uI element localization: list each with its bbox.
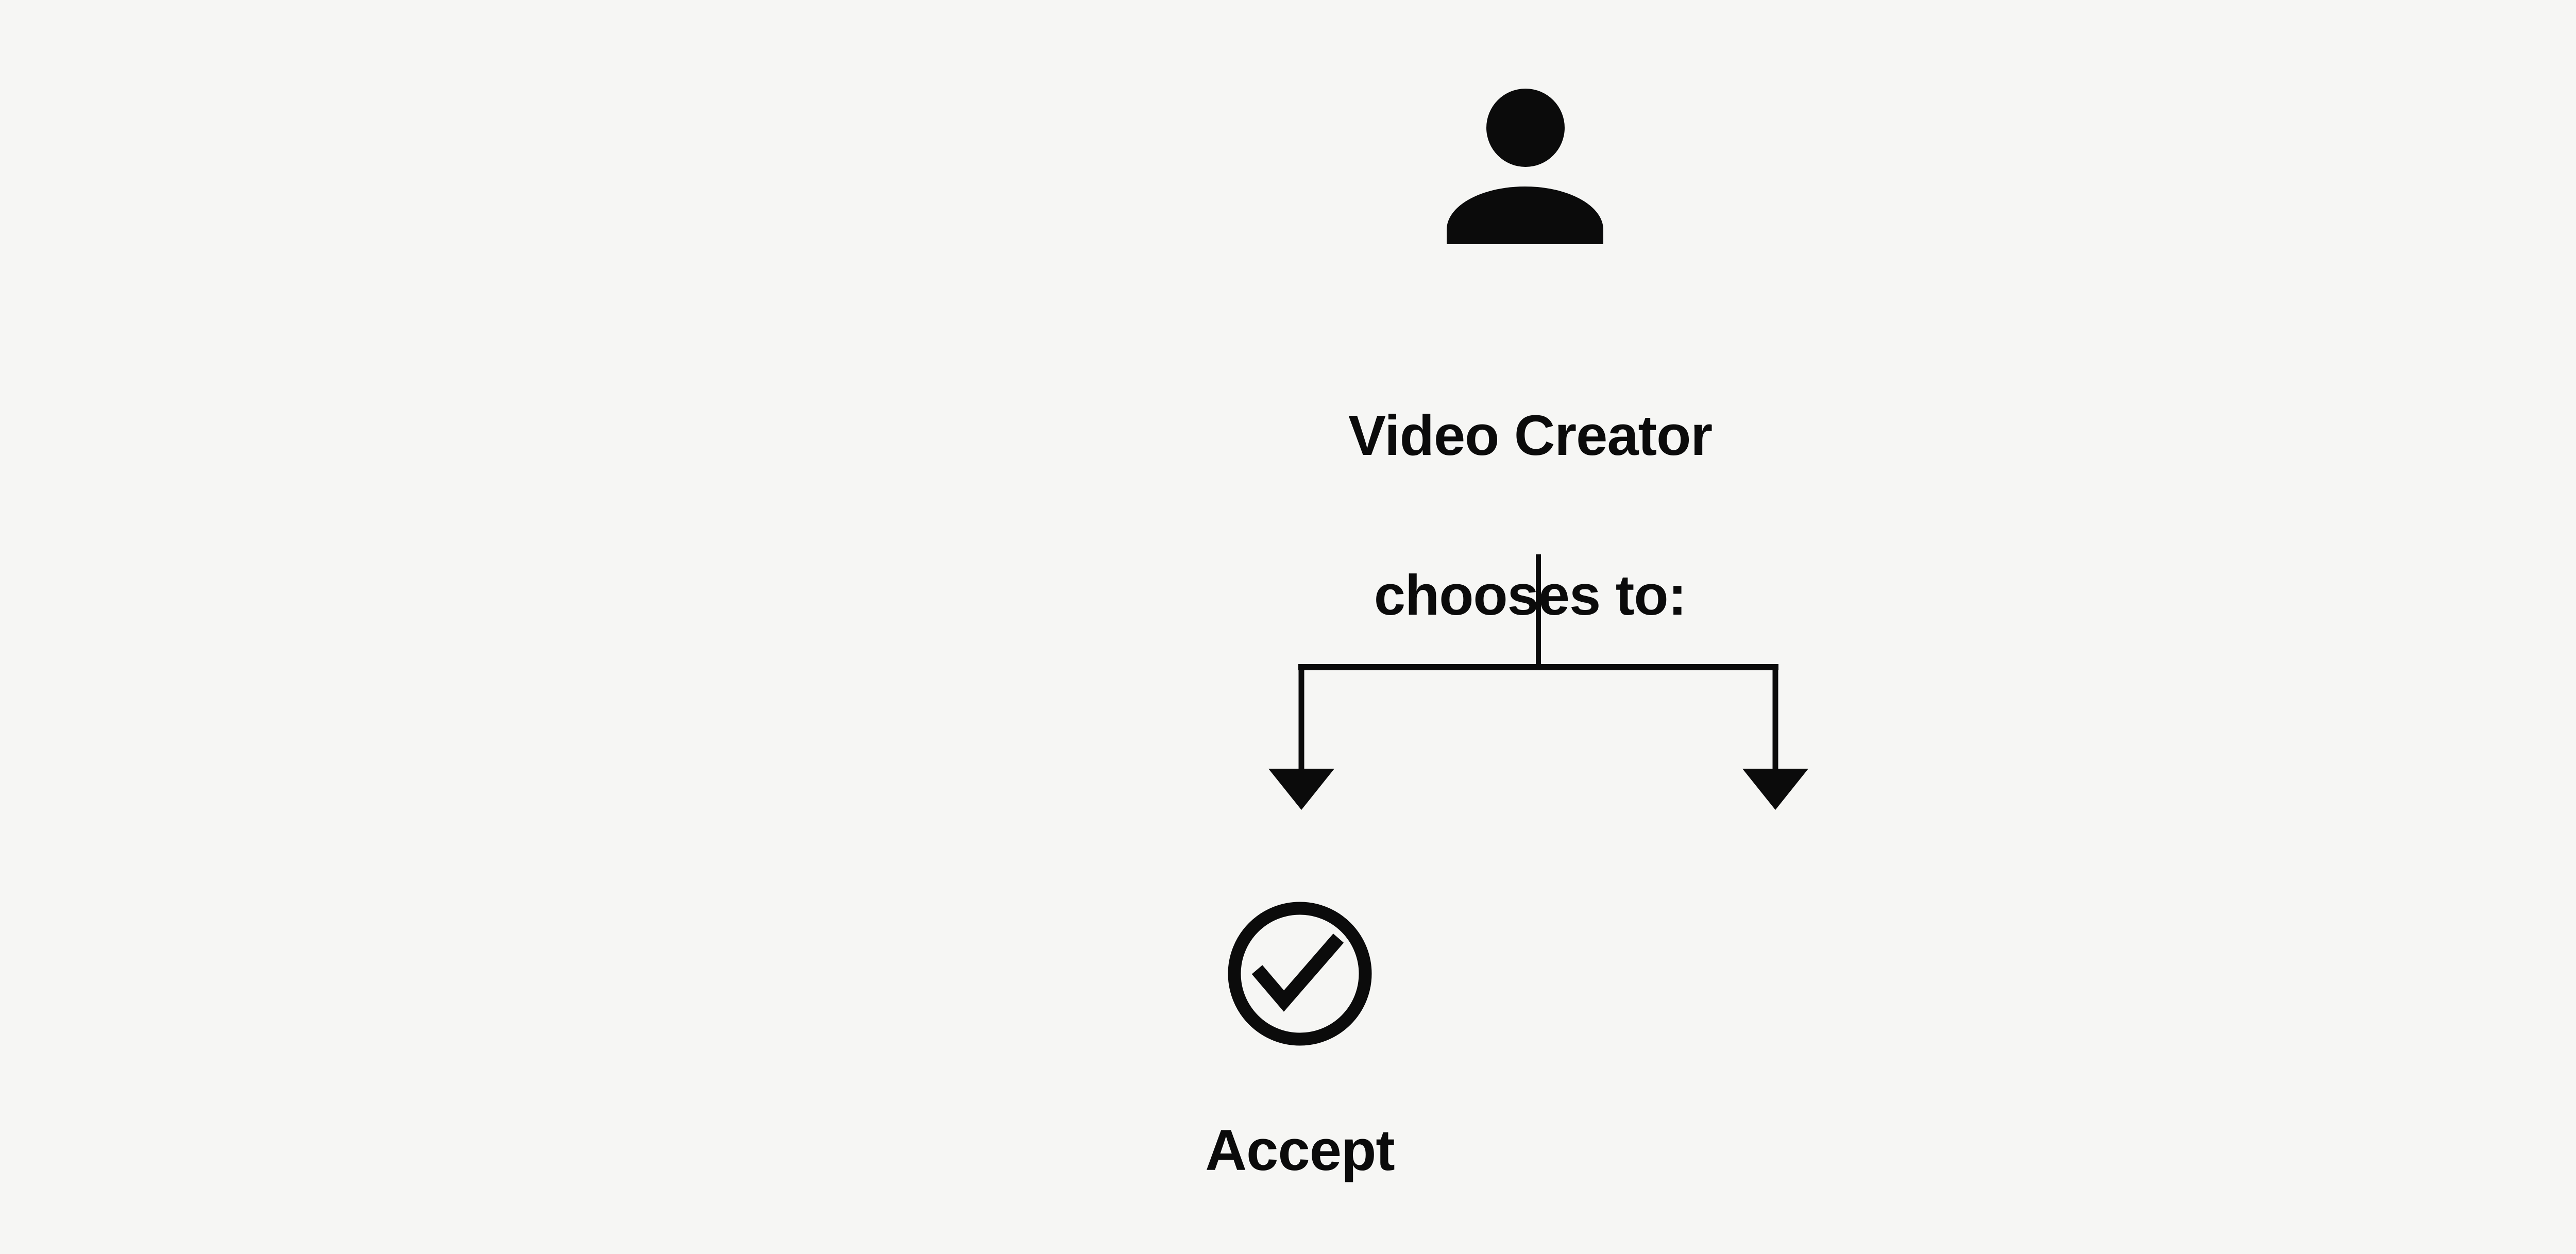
check-mark bbox=[1251, 934, 1344, 1012]
actor-heading: Video Creator chooses to: bbox=[1066, 316, 1994, 715]
actor-heading-line2: chooses to: bbox=[1374, 564, 1687, 627]
check-circle-ring bbox=[1228, 902, 1372, 1046]
branch-label-accept: Accept bbox=[1205, 1118, 1395, 1182]
branch-connector bbox=[1268, 554, 1808, 810]
person-icon bbox=[1447, 89, 1603, 244]
arrow-down-right-icon bbox=[1742, 769, 1808, 810]
check-circle-icon bbox=[1228, 902, 1372, 1046]
person-body bbox=[1447, 187, 1603, 244]
person-head bbox=[1486, 89, 1565, 167]
actor-heading-line1: Video Creator bbox=[1348, 404, 1713, 467]
arrow-down-left-icon bbox=[1268, 769, 1334, 810]
